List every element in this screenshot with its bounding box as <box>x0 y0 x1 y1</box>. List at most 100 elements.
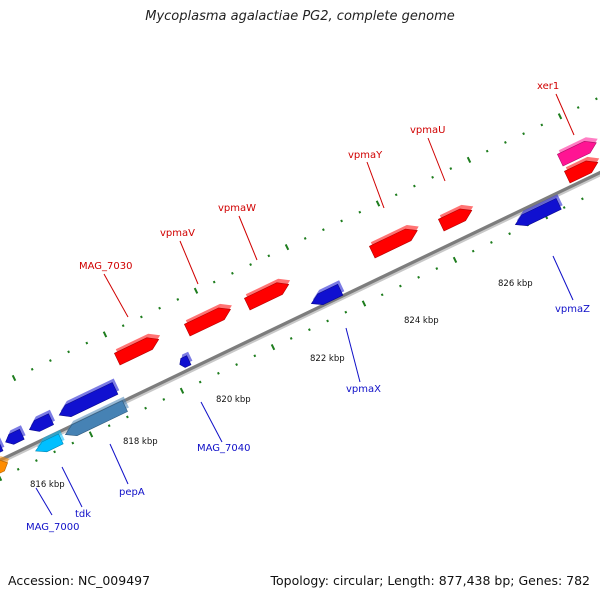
upper-ruler-minor-tick <box>158 306 161 310</box>
gene-label-pepa: pepA <box>119 487 145 498</box>
accession-text: Accession: NC_009497 <box>8 573 151 588</box>
lower-ruler-major-tick <box>179 387 185 394</box>
gene-arrow-tdk <box>35 433 64 453</box>
gene-arrow-mag_7000-highlight <box>0 437 5 449</box>
gene-label-vpmav-leader <box>179 240 199 285</box>
scale-label-kbp: 824 kbp <box>404 316 439 326</box>
lower-ruler-major-tick <box>361 300 367 307</box>
gene-label-mag_7000: MAG_7000 <box>26 522 80 533</box>
gene-arrow-pepa <box>64 400 128 437</box>
lower-ruler-minor-tick <box>126 415 129 419</box>
gene-label-mag_7030: MAG_7030 <box>79 261 133 272</box>
gene-label-vpmaw: vpmaW <box>218 203 256 214</box>
gene-arrow <box>0 459 8 474</box>
lower-ruler-minor-tick <box>308 328 311 332</box>
gene-label-vpmax: vpmaX <box>346 384 381 395</box>
gene-label-vpmax-leader <box>345 327 361 383</box>
gene-arrow-vpmav <box>183 307 231 337</box>
gene-label-vpmaz: vpmaZ <box>555 304 590 315</box>
gene-label-vpmau: vpmaU <box>410 125 445 136</box>
upper-ruler-major-tick <box>11 374 17 382</box>
gene-label-vpmay-leader <box>366 161 385 209</box>
lower-ruler-minor-tick <box>53 450 56 454</box>
upper-ruler-minor-tick <box>267 254 271 258</box>
upper-ruler-minor-tick <box>30 367 34 371</box>
gene-label-mag_7030-leader <box>103 273 129 318</box>
lower-ruler-minor-tick <box>162 398 166 401</box>
scale-label-kbp: 818 kbp <box>123 437 158 447</box>
gene-arrow-vpmax <box>310 283 344 306</box>
genome-title: Mycoplasma agalactiae PG2, complete geno… <box>145 9 455 24</box>
upper-ruler-minor-tick <box>540 123 544 127</box>
gene-label-xer1: xer1 <box>537 81 559 92</box>
lower-ruler-major-tick <box>0 475 3 482</box>
upper-ruler-minor-tick <box>485 149 489 153</box>
upper-ruler-minor-tick <box>522 132 525 136</box>
gene-arrow-vpmay <box>369 228 418 259</box>
upper-ruler-major-tick <box>102 331 108 338</box>
upper-ruler-minor-tick <box>303 236 307 240</box>
scale-label-kbp: 820 kbp <box>216 395 251 405</box>
scale-label-kbp: 826 kbp <box>498 279 533 289</box>
gene-label-tdk: tdk <box>75 509 91 520</box>
gene-arrow-mag_7000 <box>0 443 4 453</box>
gene-label-vpmaz-leader <box>552 255 574 301</box>
upper-ruler-minor-tick <box>249 263 252 266</box>
gene-arrow-vpmaw <box>244 282 290 311</box>
lower-ruler-minor-tick <box>562 206 566 209</box>
gene-label-xer1-leader <box>555 93 575 136</box>
lower-ruler-minor-tick <box>71 441 75 445</box>
upper-ruler-minor-tick <box>340 219 343 223</box>
upper-ruler-minor-tick <box>212 280 216 284</box>
upper-ruler-major-tick <box>284 243 290 251</box>
lower-ruler-minor-tick <box>144 406 147 410</box>
upper-ruler-minor-tick <box>576 106 580 109</box>
upper-ruler-minor-tick <box>140 315 143 319</box>
gene-label-mag_7040: MAG_7040 <box>197 443 251 454</box>
lower-ruler-minor-tick <box>326 319 329 323</box>
lower-ruler-minor-tick <box>253 354 257 358</box>
upper-ruler-minor-tick <box>358 210 362 214</box>
lower-ruler-major-tick <box>270 343 276 351</box>
lower-ruler-minor-tick <box>35 459 38 462</box>
gene-arrow <box>28 413 54 432</box>
upper-ruler-minor-tick <box>431 175 434 179</box>
upper-ruler-minor-tick <box>413 184 416 188</box>
lower-ruler-minor-tick <box>380 293 384 297</box>
gene-arrow-vpmau <box>438 208 473 232</box>
upper-ruler-minor-tick <box>231 271 234 275</box>
lower-ruler-minor-tick <box>435 267 439 271</box>
gene-arrow <box>5 428 25 445</box>
lower-ruler-minor-tick <box>490 240 493 244</box>
lower-ruler-minor-tick <box>417 275 420 279</box>
gene-arrow <box>58 382 119 418</box>
lower-ruler-minor-tick <box>235 363 238 366</box>
upper-ruler-minor-tick <box>176 298 180 301</box>
upper-ruler-minor-tick <box>85 341 89 345</box>
lower-ruler-minor-tick <box>107 424 111 428</box>
upper-ruler-major-tick <box>557 113 563 120</box>
upper-ruler-minor-tick <box>121 324 125 328</box>
lower-ruler-minor-tick <box>508 232 511 236</box>
gene-arrow-xer1 <box>557 140 597 167</box>
lower-ruler-major-tick <box>452 256 458 263</box>
upper-ruler-minor-tick <box>449 167 453 171</box>
upper-ruler-minor-tick <box>595 97 598 101</box>
upper-ruler-minor-tick <box>322 228 325 232</box>
gene-label-vpmay: vpmaY <box>348 150 383 161</box>
upper-ruler-minor-tick <box>504 140 507 144</box>
gene-arrow-mag_7030 <box>114 337 160 366</box>
gene-label-mag_7000-leader <box>35 487 53 516</box>
gene-label-vpmav: vpmaV <box>160 228 195 239</box>
upper-ruler-major-tick <box>375 200 381 207</box>
gene-arrow-mag_7040 <box>179 355 192 368</box>
scale-label-kbp: 822 kbp <box>310 354 345 364</box>
lower-ruler-minor-tick <box>289 336 293 340</box>
lower-ruler-minor-tick <box>217 371 220 375</box>
lower-ruler-minor-tick <box>198 380 202 384</box>
gene-label-mag_7040-leader <box>200 401 223 443</box>
genome-summary-text: Topology: circular; Length: 877,438 bp; … <box>270 573 591 588</box>
upper-ruler-major-tick <box>466 156 472 163</box>
